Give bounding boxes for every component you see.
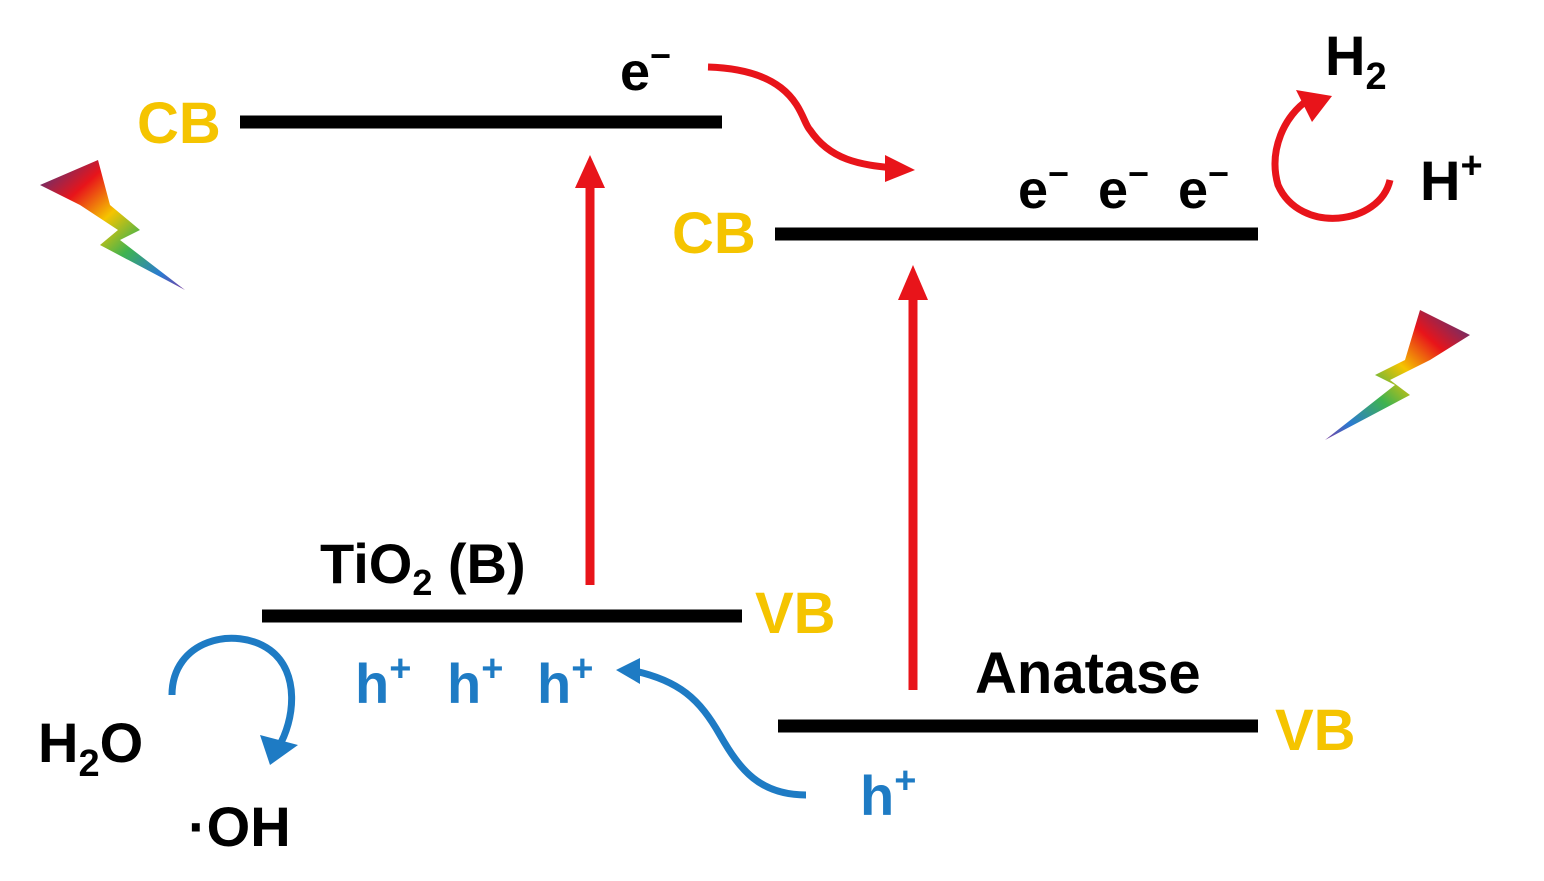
anatase-vb-label: VB [1275,698,1356,763]
tio2b-vb-label: VB [755,581,836,646]
tio2b-name: TiO2 (B) [320,532,526,603]
hole-transfer-arrow [629,666,807,799]
anatase-hole: h+ [860,760,916,827]
anatase-cb-label: CB [672,201,756,266]
tio2b-cb-label: CB [137,91,221,156]
hydrogen-label: H2 [1325,24,1387,98]
anatase-name: Anatase [975,641,1201,706]
tio2b-electron: e− [620,35,671,102]
water-label: H2O [38,711,143,785]
water-oxidation-arrow [168,634,296,750]
tio2b-hole: h+ [355,648,411,715]
anatase-electron: e− [1178,153,1229,220]
lightning-bolt-icon [40,160,185,290]
anatase-electron: e− [1018,153,1069,220]
lightning-bolt-icon [1325,310,1470,440]
tio2b-hole: h+ [447,648,503,715]
hydrogen-evolution-arrow [1271,97,1394,222]
tio2b-hole: h+ [537,648,593,715]
electron-transfer-arrow [707,63,896,172]
proton-label: H+ [1420,145,1483,212]
hydroxyl-radical-label: ·OH [188,795,291,858]
anatase-electron: e− [1098,153,1149,220]
